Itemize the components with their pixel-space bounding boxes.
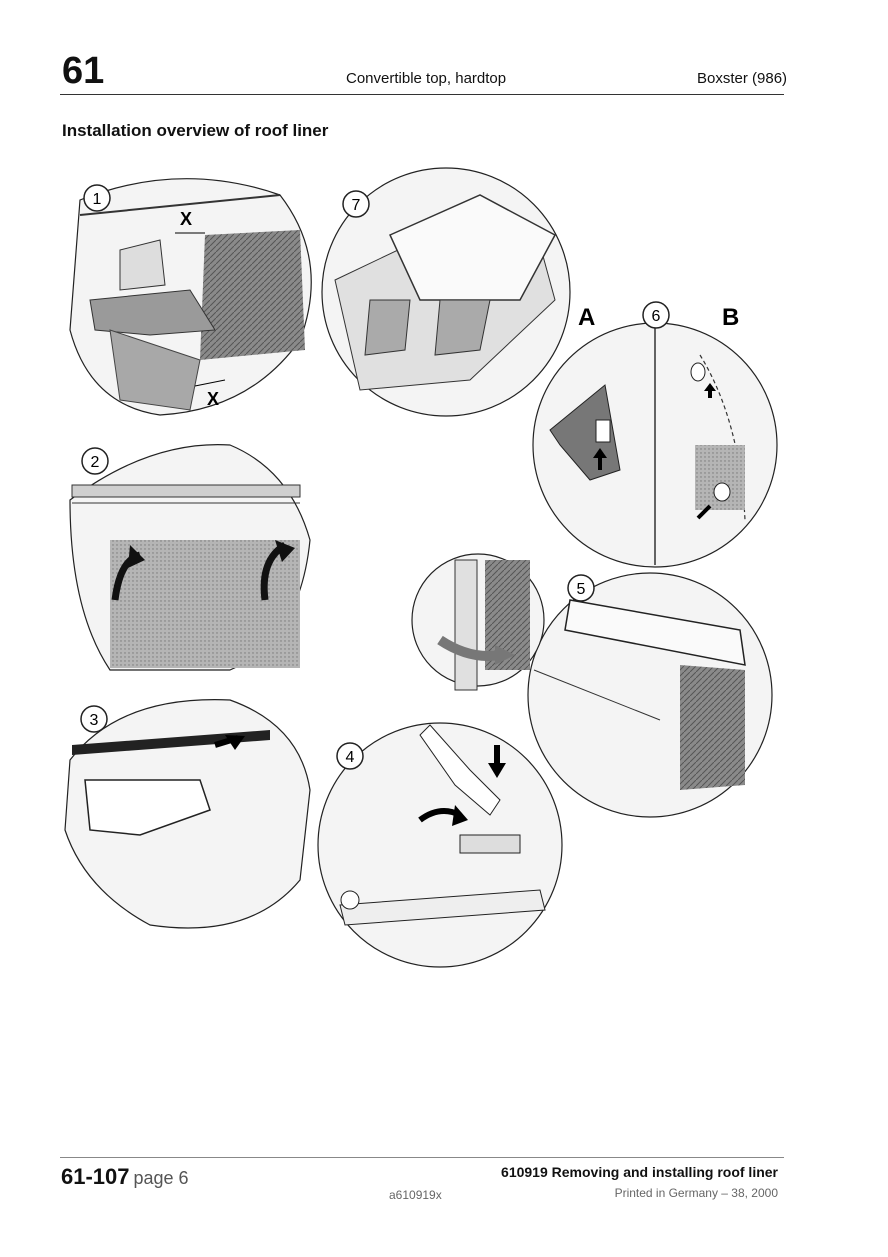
dimension-x-bottom: X [207, 389, 219, 409]
header-rule [60, 94, 784, 95]
callout-4-label: 4 [346, 749, 355, 766]
callout-1-label: 1 [93, 191, 102, 208]
page-number-sub: page 6 [133, 1168, 189, 1188]
detail-6 [532, 322, 778, 568]
footer-rule [60, 1157, 784, 1158]
callout-3-label: 3 [90, 712, 99, 729]
callout-7-label: 7 [352, 197, 361, 214]
image-code: a610919x [389, 1188, 442, 1202]
callout-3 [80, 705, 108, 733]
section-heading: Installation overview of roof liner [62, 121, 329, 140]
detail-5 [411, 553, 773, 818]
document-title: 610919 Removing and installing roof line… [501, 1164, 778, 1180]
detail-2 [69, 444, 311, 671]
detail-7 [321, 167, 571, 417]
header-model: Boxster (986) [697, 70, 788, 87]
callout-1 [83, 184, 111, 212]
callout-2-label: 2 [91, 454, 100, 471]
detail-3 [64, 699, 311, 929]
page-number-main: 61-107 [61, 1164, 130, 1189]
detail-4 [317, 722, 563, 968]
print-info: Printed in Germany – 38, 2000 [614, 1186, 778, 1200]
callout-5-label: 5 [577, 581, 586, 598]
chapter-number: 61 [62, 50, 105, 92]
callout-5 [567, 574, 595, 602]
callout-6-label: 6 [652, 308, 661, 325]
callout-6 [642, 301, 670, 329]
roof-liner-illustration: 1 X X 7 A 6 B 2 [64, 167, 778, 968]
callout-7 [342, 190, 370, 218]
dimension-x-top: X [180, 209, 192, 229]
callout-4 [336, 742, 364, 770]
callout-2 [81, 447, 109, 475]
header-title: Convertible top, hardtop [346, 70, 507, 87]
view-label-b: B [722, 304, 739, 331]
detail-1 [69, 178, 312, 416]
view-label-a: A [578, 304, 595, 331]
